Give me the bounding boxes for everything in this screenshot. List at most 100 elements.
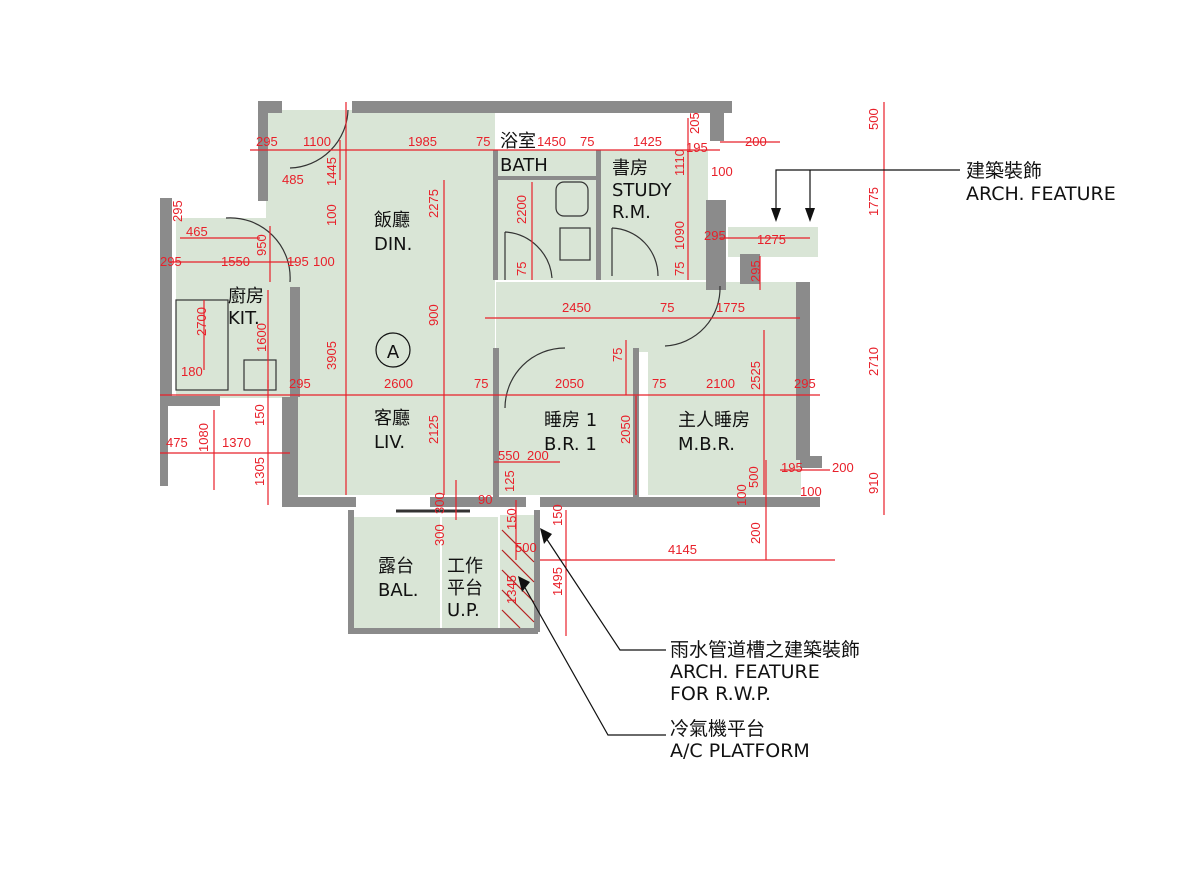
bedroom1-label-en: B.R. 1 [544, 434, 597, 455]
dim-label: 1080 [196, 423, 211, 452]
dim-label: 485 [282, 172, 304, 187]
dim-label: 100 [711, 164, 733, 179]
dining-label-zh: 飯廳 [374, 210, 410, 231]
study-label-en2: R.M. [612, 202, 651, 223]
master-bedroom-area [648, 350, 801, 495]
dim-label: 1275 [757, 232, 786, 247]
wall [282, 497, 356, 507]
dim-label: 2100 [706, 376, 735, 391]
bedroom1-label-zh: 睡房 1 [544, 410, 597, 431]
dim-label: 75 [610, 348, 625, 362]
dim-label: 200 [745, 134, 767, 149]
dimension-labels: 295 1100 1985 75 1450 75 1425 205 195 20… [160, 108, 881, 604]
balcony-label-zh: 露台 [378, 556, 414, 577]
dim-label: 1370 [222, 435, 251, 450]
kitchen-area [176, 218, 290, 398]
dim-label: 100 [313, 254, 335, 269]
toilet [555, 181, 589, 217]
dim-label: 3905 [324, 341, 339, 370]
wall [534, 510, 540, 632]
arrow-head [771, 208, 781, 222]
wall [493, 348, 499, 498]
corridor-area [496, 282, 801, 352]
dim-label: 500 [866, 108, 881, 130]
dim-label: 90 [478, 492, 492, 507]
living-label-en: LIV. [374, 432, 405, 453]
flat-marker-circle [375, 332, 411, 368]
dim-label: 180 [181, 364, 203, 379]
arch-feature-en: ARCH. FEATURE [966, 183, 1116, 205]
dim-label: 150 [252, 404, 267, 426]
utility-area [442, 517, 498, 629]
dim-label: 75 [580, 134, 594, 149]
dim-label: 195 [287, 254, 309, 269]
wall [540, 497, 820, 507]
dim-label: 2525 [748, 361, 763, 390]
dim-label: 1100 [303, 134, 331, 149]
dim-label: 125 [502, 470, 517, 492]
dim-label: 75 [660, 300, 674, 315]
arrow-head [540, 528, 552, 544]
wall [160, 396, 220, 406]
dim-label: 2600 [384, 376, 413, 391]
dim-label: 195 [686, 140, 708, 155]
study-label-en: STUDY [612, 180, 672, 201]
dim-label: 1495 [550, 567, 565, 596]
dim-label: 900 [426, 304, 441, 326]
dim-label: 2700 [194, 307, 209, 336]
wall [796, 282, 810, 460]
room-labels: 飯廳 DIN. 浴室 BATH 書房 STUDY R.M. 廚房 KIT. 客廳… [228, 131, 750, 621]
leader-line [545, 537, 666, 651]
leader-line [523, 585, 666, 736]
dim-label: 200 [832, 460, 854, 475]
dim-label: 100 [734, 484, 749, 506]
ac-hatching [501, 529, 535, 629]
arch-feature-rwp-en1: ARCH. FEATURE [670, 661, 820, 683]
dim-label: 550 [498, 448, 520, 463]
entry-area [266, 110, 296, 220]
wall [596, 150, 601, 280]
wall [493, 150, 498, 280]
dim-label: 950 [254, 234, 269, 256]
dim-label: 295 [748, 260, 763, 282]
dim-label: 2125 [426, 415, 441, 444]
callout-arch-feature: 建築裝飾 ARCH. FEATURE [771, 160, 1116, 222]
dim-label: 1775 [866, 187, 881, 216]
dim-label: 475 [166, 435, 188, 450]
arrow-head [805, 208, 815, 222]
wall [160, 406, 168, 486]
wall [706, 200, 726, 290]
arch-feature-rwp-en2: FOR R.W.P. [670, 683, 771, 705]
dim-label: 150 [550, 504, 565, 526]
wall [800, 456, 822, 468]
kitchen-counter [175, 299, 229, 391]
flat-marker: A [375, 332, 411, 368]
kitchen-label-zh: 廚房 [228, 285, 264, 307]
dim-label: 200 [527, 448, 549, 463]
living-label-zh: 客廳 [374, 408, 410, 429]
dim-label: 205 [687, 112, 702, 134]
dim-label: 295 [256, 134, 278, 149]
dim-label: 465 [186, 224, 208, 239]
study-label-zh: 書房 [612, 158, 648, 179]
mbr-door-swing [664, 285, 721, 347]
arch-feature-zh: 建築裝飾 [966, 160, 1042, 182]
room-fills [176, 110, 818, 633]
feature-area [728, 227, 818, 257]
dim-label: 300 [432, 524, 447, 546]
bedroom1-door-swing [504, 347, 566, 409]
dim-label: 1550 [221, 254, 250, 269]
flat-marker-letter: A [387, 342, 400, 363]
dim-label: 500 [746, 466, 761, 488]
bedroom1-area [498, 350, 636, 495]
dim-label: 4145 [668, 542, 697, 557]
dim-label: 295 [289, 376, 311, 391]
kitchen-appliance [243, 359, 277, 391]
callout-ac-platform: 冷氣機平台 A/C PLATFORM [518, 576, 810, 762]
dining-room-area [290, 110, 495, 410]
dim-label: 1775 [716, 300, 745, 315]
dim-label: 2200 [514, 195, 529, 224]
leader-line [775, 169, 960, 212]
dim-label: 2275 [426, 189, 441, 218]
dim-label: 75 [514, 262, 529, 276]
